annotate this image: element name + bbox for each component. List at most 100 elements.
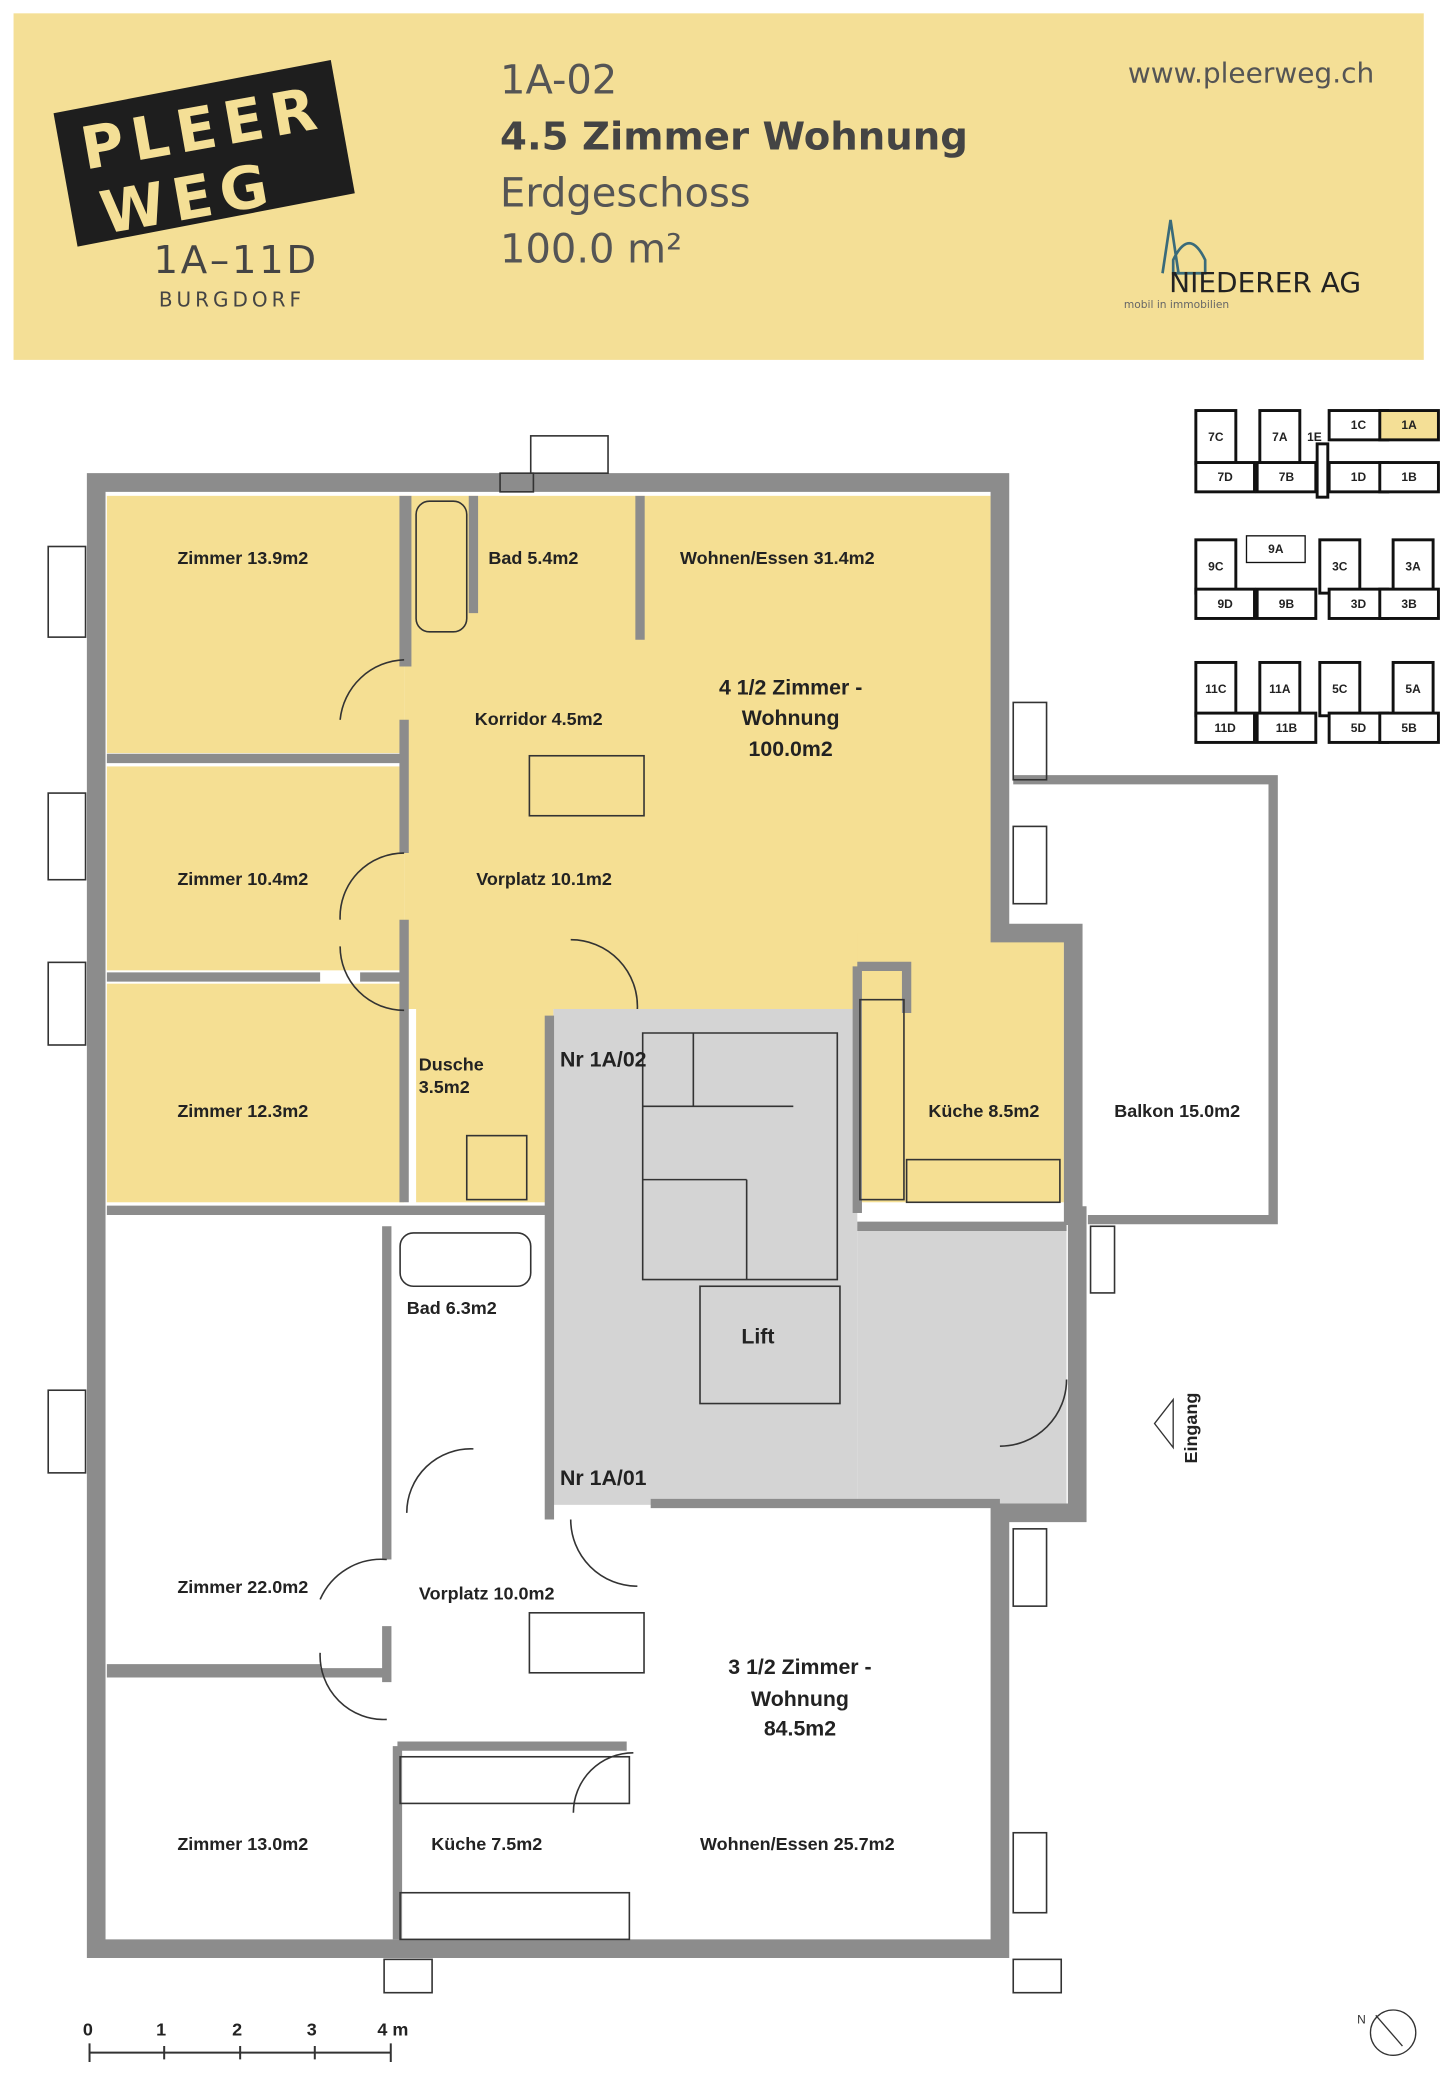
key-plan-label: 7B	[1279, 470, 1295, 484]
walls	[86, 473, 1278, 1959]
key-plan-label: 5A	[1405, 682, 1421, 696]
key-plan-unit-3a	[1391, 538, 1435, 595]
unit-code: 1A-02	[500, 57, 617, 103]
key-plan-label: 3C	[1332, 559, 1348, 573]
key-plan-unit-9c	[1194, 538, 1238, 595]
key-plan-label: 11A	[1269, 682, 1291, 696]
key-plan-unit-1a	[1378, 409, 1440, 442]
key-plan-label: 5B	[1401, 721, 1417, 735]
fixtures	[319, 500, 1068, 1941]
key-plan-label: 11B	[1276, 721, 1298, 735]
header-banner: PLEER WEG 1A–11D BURGDORF 1A-02 4.5 Zimm…	[13, 13, 1424, 360]
key-plan-label: 9B	[1279, 597, 1295, 611]
key-plan-unit-5b	[1378, 711, 1440, 744]
key-plan-unit-5a	[1391, 660, 1435, 718]
key-plan-unit-11b	[1255, 711, 1318, 744]
key-plan-label: 11D	[1215, 721, 1237, 735]
key-plan-label: 3A	[1405, 559, 1421, 573]
lift-label: Lift	[741, 1325, 774, 1349]
room-label: Wohnen/Essen 25.7m2	[700, 1834, 895, 1854]
key-plan-label: 5D	[1351, 721, 1367, 735]
room-label: Zimmer 13.0m2	[177, 1834, 308, 1854]
key-plan-label: 3D	[1351, 597, 1367, 611]
agency-tagline: mobil in immobilien	[1124, 298, 1229, 311]
key-plan-label: 9C	[1208, 559, 1224, 573]
key-plan-label: 7A	[1272, 430, 1288, 444]
kitchen-counter	[859, 998, 905, 1201]
key-plan-label: 9D	[1218, 597, 1234, 611]
room-label: Korridor 4.5m2	[475, 709, 603, 729]
north-label: N	[1357, 2012, 1366, 2026]
key-plan-unit-5d	[1327, 711, 1390, 744]
pleerweg-logo: PLEER WEG 1A–11D BURGDORF	[53, 59, 355, 312]
website-link[interactable]: www.pleerweg.ch	[1128, 57, 1374, 90]
room-label: Bad 5.4m2	[488, 548, 578, 568]
key-plan-label: 9A	[1268, 542, 1284, 556]
key-plan-unit-9b	[1255, 587, 1318, 620]
niederer-logo: NIEDERER AG mobil in immobilien	[1124, 219, 1361, 311]
scale-tick: 2	[232, 2019, 242, 2039]
room-label: Vorplatz 10.1m2	[476, 869, 612, 889]
unit-area: 100.0 m²	[500, 227, 682, 273]
room-label: Balkon 15.0m2	[1114, 1101, 1240, 1121]
entrance-arrow-icon	[1153, 1397, 1174, 1450]
agency-name: NIEDERER AG	[1169, 266, 1361, 299]
room-label: Wohnen/Essen 31.4m2	[680, 548, 875, 568]
key-plan-label: 1D	[1351, 470, 1367, 484]
key-plan-unit-9d	[1194, 587, 1256, 620]
scale-tick: 1	[156, 2019, 166, 2039]
key-plan-unit-9a	[1245, 535, 1306, 564]
key-plan-unit-1d	[1327, 461, 1390, 494]
scale-tick: 3	[307, 2019, 317, 2039]
apartment-title: 4 1/2 Zimmer -	[719, 675, 862, 699]
room-label: Zimmer 12.3m2	[177, 1101, 308, 1121]
key-plan-unit-1b	[1378, 461, 1440, 494]
logo-city: BURGDORF	[159, 288, 305, 312]
floor-name: Erdgeschoss	[500, 171, 751, 217]
room-labels: Zimmer 13.9m2 Bad 5.4m2 Wohnen/Essen 31.…	[177, 548, 1240, 1854]
key-plan-label: 5C	[1332, 682, 1348, 696]
north-arrow-icon: N	[1357, 2009, 1417, 2057]
apartment-area: 84.5m2	[764, 1716, 836, 1740]
key-plan-label: 7D	[1218, 470, 1234, 484]
room-label: Vorplatz 10.0m2	[419, 1583, 555, 1603]
bathtub-icon	[399, 1232, 532, 1288]
scale-bar: 0 1 2 3 4 m	[83, 2019, 408, 2063]
room-label: Dusche	[419, 1054, 484, 1074]
key-plan-label: 1B	[1401, 470, 1417, 484]
key-plan-unit-5c	[1318, 660, 1362, 718]
scale-tick: 4 m	[377, 2019, 408, 2039]
apartment-title: Wohnung	[742, 706, 840, 730]
wardrobe-icon	[528, 754, 645, 817]
unit-number: Nr 1A/02	[560, 1047, 646, 1071]
key-plan-unit-1e	[1315, 442, 1330, 499]
apartment-area: 100.0m2	[749, 737, 833, 761]
shower-icon	[465, 1134, 528, 1201]
key-plan-unit-3b	[1378, 587, 1440, 620]
windows	[47, 435, 1116, 1994]
entrance-label: Eingang	[1181, 1393, 1201, 1464]
key-plan-unit-11a	[1258, 660, 1302, 718]
room-label: Zimmer 10.4m2	[177, 869, 308, 889]
apartment-title: Wohnung	[751, 1687, 849, 1711]
lift-shaft	[699, 1285, 841, 1405]
scale-tick: 0	[83, 2019, 93, 2039]
bathtub-icon	[415, 500, 468, 633]
church-icon	[1161, 219, 1207, 275]
unit-number: Nr 1A/01	[560, 1466, 647, 1490]
key-plan-unit-7c	[1194, 409, 1238, 466]
kitchen-counter	[399, 1891, 631, 1941]
key-plan-label: 3B	[1401, 597, 1417, 611]
key-plan-label: 7C	[1208, 430, 1224, 444]
key-plan-unit-7a	[1258, 409, 1302, 466]
staircase	[641, 1032, 839, 1281]
key-plan-unit-11c	[1194, 660, 1238, 718]
key-plan-unit-7b	[1255, 461, 1318, 494]
room-label: Küche 7.5m2	[431, 1834, 542, 1854]
key-plan-unit-7d	[1194, 461, 1256, 494]
stairwell-fill	[553, 1009, 1067, 1505]
logo-range: 1A–11D	[154, 238, 319, 283]
room-label: Zimmer 13.9m2	[177, 548, 308, 568]
